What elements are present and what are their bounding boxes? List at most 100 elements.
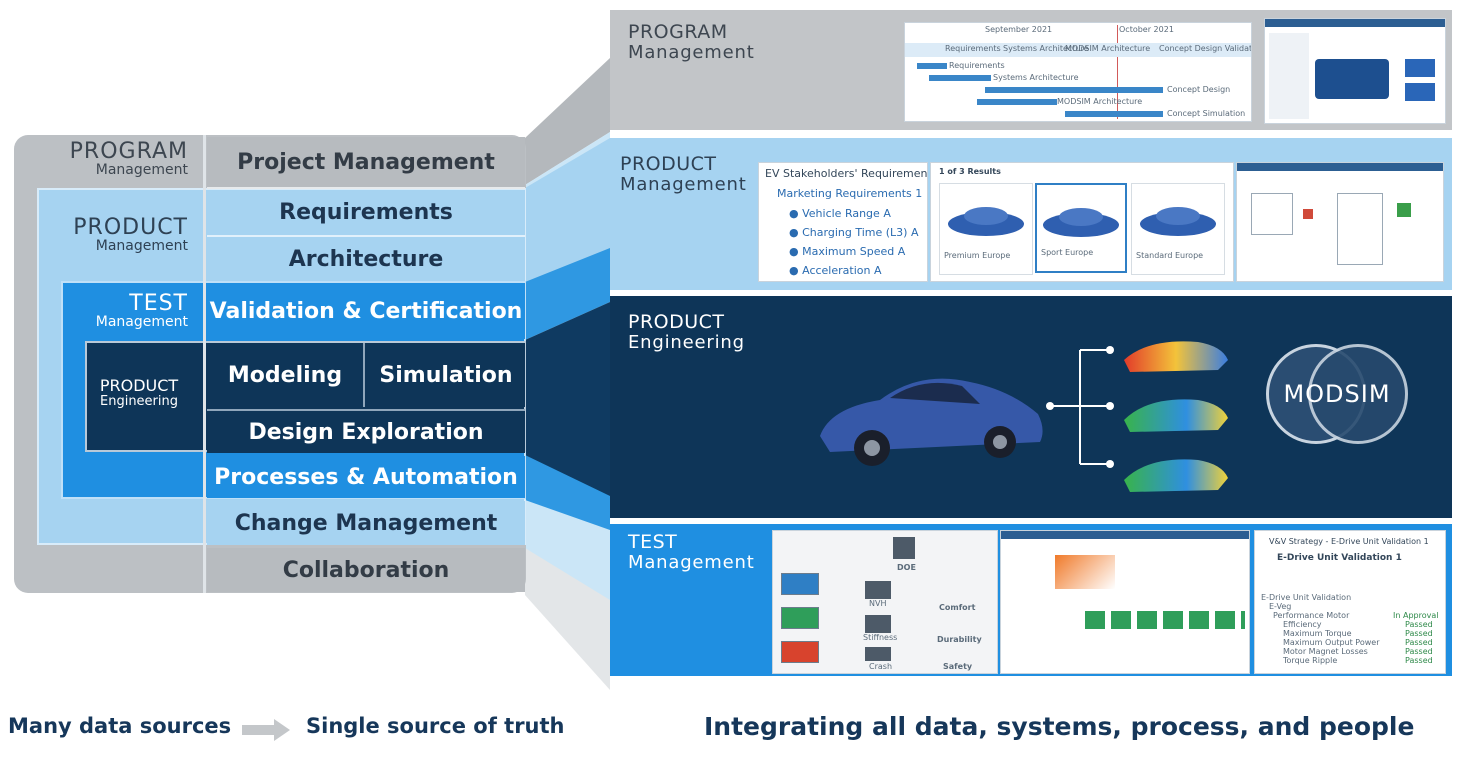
panel-subtitle: Management — [628, 41, 755, 63]
vv-row: E-Veg — [1269, 602, 1292, 611]
program-dashboard-screenshot — [1264, 18, 1446, 124]
vv-row: E-Drive Unit Validation — [1261, 593, 1352, 602]
engineering-title: PRODUCT — [99, 376, 179, 395]
vv-row: Efficiency — [1283, 620, 1322, 629]
row-project-management: Project Management — [207, 137, 525, 189]
product-subtitle: Management — [95, 238, 188, 255]
tree-root: EV Stakeholders' Requirements 1 — [765, 167, 928, 180]
row-label: Collaboration — [282, 557, 450, 583]
requirements-tree: EV Stakeholders' Requirements 1 Marketin… — [758, 162, 928, 282]
panel-title: PRODUCT — [628, 311, 725, 333]
column-divider — [203, 135, 206, 593]
gantt-bar — [929, 75, 991, 81]
gantt-task: Systems Architecture — [993, 73, 1079, 82]
panel-subtitle: Management — [628, 551, 755, 573]
car-illustration — [820, 378, 1043, 466]
product-label: PRODUCT Management — [40, 216, 188, 254]
tree-item: ● Maximum Speed A — [789, 245, 906, 258]
program-title: PROGRAM — [69, 139, 188, 164]
product-management-panel: PRODUCT Management EV Stakeholders' Requ… — [610, 138, 1452, 290]
simulation-results — [1124, 341, 1228, 492]
gantt-bar — [977, 99, 1057, 105]
row-modeling: Modeling — [207, 343, 365, 407]
test-title: TEST — [129, 291, 188, 316]
test-panel: TEST Management DOE NVH Stiffness Crash … — [610, 524, 1452, 676]
test-panel-title: TEST Management — [628, 532, 755, 573]
vv-row: Torque Ripple — [1283, 656, 1338, 665]
footer-left: Many data sources — [8, 714, 232, 738]
milestone: MODSIM Architecture — [1065, 44, 1151, 53]
results-count: 1 of 3 Results — [939, 167, 1001, 176]
row-architecture: Architecture — [207, 237, 525, 281]
tree-item: ● Acceleration A — [789, 264, 882, 277]
modsim-badge: MODSIM — [1266, 344, 1408, 444]
results-dashboard-screenshot — [1000, 530, 1250, 674]
config-card: Premium Europe — [939, 183, 1033, 275]
vv-title: E-Drive Unit Validation 1 — [1277, 553, 1402, 563]
row-label: Modeling — [227, 362, 343, 388]
process-flow-screenshot: DOE NVH Stiffness Crash Comfort Durabili… — [772, 530, 998, 674]
gantt-bar — [917, 63, 947, 69]
vv-strategy-screenshot: V&V Strategy - E-Drive Unit Validation 1… — [1254, 530, 1446, 674]
milestone: Concept Design Validation — [1159, 44, 1252, 53]
gantt-chart: September 2021 October 2021 Requirements… — [904, 22, 1252, 122]
vv-status: Passed — [1405, 620, 1433, 629]
milestone: Systems Architecture — [1003, 44, 1089, 53]
config-name: Standard Europe — [1136, 251, 1204, 260]
footer-middle: Single source of truth — [306, 714, 565, 738]
flow-node: Crash — [869, 662, 893, 671]
row-requirements: Requirements — [207, 190, 525, 237]
product-engineering-panel: PRODUCT Engineering MODSIM — [610, 296, 1452, 518]
gantt-bar — [985, 87, 1163, 93]
product-title: PRODUCT — [73, 215, 188, 240]
flow-output: Safety — [943, 662, 973, 671]
modsim-label: MODSIM — [1283, 380, 1391, 408]
row-label: Architecture — [288, 246, 444, 272]
flow-node: Stiffness — [863, 633, 898, 642]
row-change-management: Change Management — [207, 501, 525, 545]
vv-status: Passed — [1405, 638, 1433, 647]
vv-status: Passed — [1405, 629, 1433, 638]
vv-row: Performance Motor — [1273, 611, 1350, 620]
vv-row: Motor Magnet Losses — [1283, 647, 1368, 656]
branch-connectors — [1046, 346, 1114, 468]
row-label: Simulation — [379, 362, 513, 388]
test-subtitle: Management — [95, 314, 188, 331]
test-label: TEST Management — [60, 292, 188, 330]
vv-status: Passed — [1405, 656, 1433, 665]
engineering-subtitle: Engineering — [100, 393, 178, 409]
row-validation: Validation & Certification — [207, 283, 525, 339]
architecture-diagram-screenshot — [1236, 162, 1444, 282]
flow-output: Comfort — [939, 603, 976, 612]
vv-status: Passed — [1405, 647, 1433, 656]
flow-output: Durability — [937, 635, 982, 644]
program-panel-title: PROGRAM Management — [628, 22, 755, 63]
row-label: Design Exploration — [248, 419, 484, 445]
configurations-gallery: 1 of 3 Results Premium Europe Sport Euro… — [930, 162, 1234, 282]
footer-right: Integrating all data, systems, process, … — [704, 712, 1415, 741]
row-label: Project Management — [237, 149, 495, 175]
gantt-task: Concept Simulation — [1167, 109, 1246, 118]
tree-item: ● Vehicle Range A — [789, 207, 891, 220]
vv-row: Maximum Torque — [1283, 629, 1352, 638]
row-collaboration: Collaboration — [207, 548, 525, 592]
milestone: Requirements — [945, 44, 1001, 53]
doe-label: DOE — [897, 563, 916, 572]
engineering-label: PRODUCT Engineering — [92, 376, 186, 409]
row-processes: Processes & Automation — [207, 456, 525, 498]
panel-title: PROGRAM — [628, 21, 728, 43]
config-card: Standard Europe — [1131, 183, 1225, 275]
row-design-exploration: Design Exploration — [207, 409, 525, 453]
config-name: Sport Europe — [1041, 248, 1094, 257]
row-label: Change Management — [234, 510, 498, 536]
program-subtitle: Management — [95, 162, 188, 179]
connector-wedges — [525, 58, 610, 690]
gantt-task: Requirements — [949, 61, 1005, 70]
row-label: Processes & Automation — [214, 464, 518, 490]
panel-title: TEST — [628, 531, 678, 553]
arrow-icon — [242, 719, 290, 741]
milestone-band — [905, 43, 1251, 57]
tree-group: Marketing Requirements 1 — [777, 187, 923, 200]
vv-status: In Approval — [1393, 611, 1439, 620]
config-name: Premium Europe — [944, 251, 1011, 260]
